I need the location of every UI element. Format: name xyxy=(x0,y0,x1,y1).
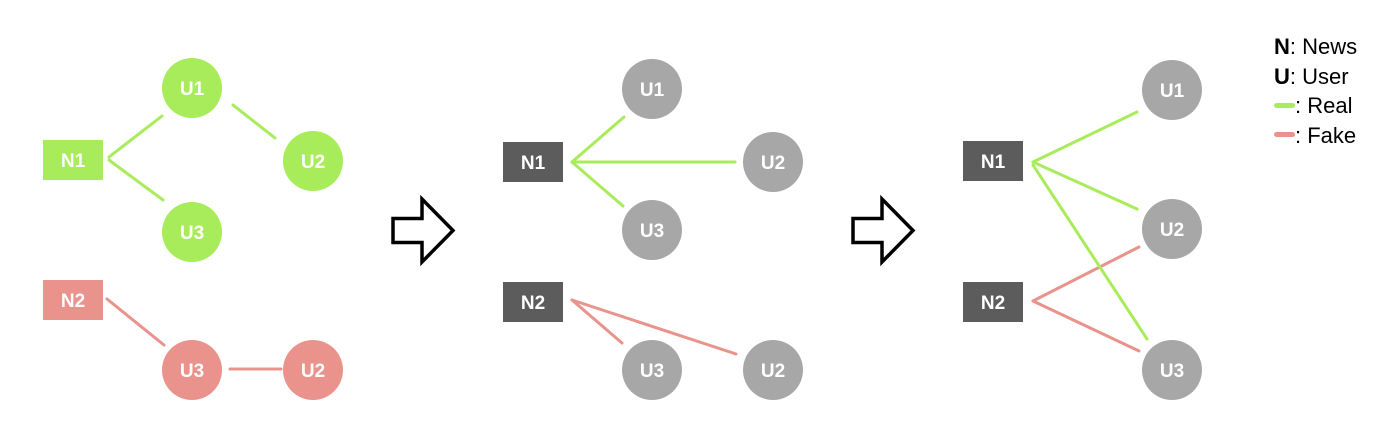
user-node-shape xyxy=(162,340,222,400)
legend-item-real: : Real xyxy=(1274,91,1357,121)
node-label: U3 xyxy=(180,361,204,382)
news-node-shape xyxy=(43,140,103,180)
panel-separate-propagation-graphs-node-U2f: U2 xyxy=(283,340,343,400)
real-edge-swatch-icon xyxy=(1274,102,1295,108)
node-label: U2 xyxy=(301,152,325,173)
user-node-shape xyxy=(283,131,343,191)
legend-item-fake: : Fake xyxy=(1274,121,1357,151)
panel-merged-graph-gray-nodes-node-N2: N2 xyxy=(503,282,563,322)
legend-label-user: : User xyxy=(1289,63,1349,89)
user-node-shape xyxy=(283,340,343,400)
node-label: N2 xyxy=(521,293,545,314)
node-label: U1 xyxy=(1160,81,1185,102)
node-label: U1 xyxy=(640,80,665,101)
fake-edge-swatch-icon xyxy=(1274,132,1295,138)
user-node-shape xyxy=(1142,60,1202,120)
user-node-shape xyxy=(162,58,222,118)
node-label: U3 xyxy=(640,221,664,242)
news-node-shape xyxy=(503,282,563,322)
node-label: N1 xyxy=(521,153,546,174)
node-label: U2 xyxy=(1160,220,1184,241)
node-label: N2 xyxy=(981,293,1005,314)
news-node-shape xyxy=(503,142,563,182)
user-node-shape xyxy=(743,132,803,192)
panel-bipartite-news-user-graph-node-U1: U1 xyxy=(1142,60,1202,120)
panel-merged-graph-gray-nodes-edge-N2-U3f-fake xyxy=(570,298,624,345)
panel-bipartite-news-user-graph-node-N2: N2 xyxy=(963,282,1023,322)
panel-separate-propagation-graphs-edge-N1-U1-real xyxy=(107,114,164,159)
panel-bipartite-news-user-graph-edge-N1-U3-real xyxy=(1031,163,1149,341)
panel-bipartite-news-user-graph-edge-N2-U2-fake xyxy=(1031,245,1141,303)
panel-merged-graph-gray-nodes-node-U2f: U2 xyxy=(743,340,803,400)
panel-merged-graph-gray-nodes-node-U1: U1 xyxy=(622,59,682,119)
panel-separate-propagation-graphs-edge-U1-U2-real xyxy=(231,103,277,140)
panel-merged-graph-gray-nodes-edge-N2-U2f-fake xyxy=(570,298,738,356)
panel-separate-propagation-graphs-edge-N1-U3-real xyxy=(107,158,165,202)
user-node-shape xyxy=(622,59,682,119)
panel-merged-graph-gray-nodes-node-N1: N1 xyxy=(503,142,563,182)
panel-merged-graph-gray-nodes-node-U3f: U3 xyxy=(622,340,682,400)
panel-merged-graph-gray-nodes-node-U2: U2 xyxy=(743,132,803,192)
legend-label-real: : Real xyxy=(1295,93,1353,118)
node-label: N2 xyxy=(61,291,85,312)
arrow-step-1-icon xyxy=(391,194,456,267)
user-node-shape xyxy=(1142,340,1202,400)
legend-item-news: N: News xyxy=(1274,32,1357,62)
panel-separate-propagation-graphs-node-U1: U1 xyxy=(162,58,222,118)
panel-bipartite-news-user-graph-node-N1: N1 xyxy=(963,141,1023,181)
panel-bipartite-news-user-graph-edge-N1-U1-real xyxy=(1031,110,1139,164)
panel-bipartite-news-user-graph-edge-N1-U2-real xyxy=(1031,160,1139,211)
legend-item-user: U: User xyxy=(1274,62,1357,92)
panel-separate-propagation-graphs-node-N2: N2 xyxy=(43,280,103,320)
panel-merged-graph-gray-nodes-edge-N1-U1-real xyxy=(570,115,626,164)
legend-key-news: N xyxy=(1274,34,1290,59)
legend-label-fake: : Fake xyxy=(1295,122,1357,148)
node-label: U3 xyxy=(640,361,664,382)
news-node-shape xyxy=(43,280,103,320)
node-label: U3 xyxy=(180,223,204,244)
node-label: U2 xyxy=(761,153,785,174)
panel-merged-graph-gray-nodes-edge-N1-U3-real xyxy=(570,160,625,208)
panel-separate-propagation-graphs-node-N1: N1 xyxy=(43,140,103,180)
node-label: N1 xyxy=(981,152,1006,173)
panel-bipartite-news-user-graph-node-U3: U3 xyxy=(1142,340,1202,400)
panel-separate-propagation-graphs-node-U2: U2 xyxy=(283,131,343,191)
legend-label-news: : News xyxy=(1289,34,1358,59)
panel-separate-propagation-graphs-edge-N2-U3f-fake xyxy=(105,297,166,347)
node-label: U2 xyxy=(761,361,785,382)
node-label: U2 xyxy=(301,361,325,382)
news-node-shape xyxy=(963,141,1023,181)
node-label: U1 xyxy=(180,79,205,100)
panel-bipartite-news-user-graph-edge-N2-U3-fake xyxy=(1031,299,1141,353)
user-node-shape xyxy=(622,200,682,260)
news-node-shape xyxy=(963,282,1023,322)
node-label: U3 xyxy=(1160,361,1184,382)
user-node-shape xyxy=(1142,199,1202,259)
user-node-shape xyxy=(743,340,803,400)
legend-key-user: U xyxy=(1274,63,1290,89)
arrow-step-2-icon xyxy=(851,194,916,267)
panel-separate-propagation-graphs-node-U3: U3 xyxy=(162,202,222,262)
panel-merged-graph-gray-nodes-node-U3: U3 xyxy=(622,200,682,260)
user-node-shape xyxy=(162,202,222,262)
panel-bipartite-news-user-graph-node-U2: U2 xyxy=(1142,199,1202,259)
node-label: N1 xyxy=(61,151,86,172)
legend: N: News U: User : Real : Fake xyxy=(1274,32,1357,150)
panel-separate-propagation-graphs-node-U3f: U3 xyxy=(162,340,222,400)
user-node-shape xyxy=(622,340,682,400)
